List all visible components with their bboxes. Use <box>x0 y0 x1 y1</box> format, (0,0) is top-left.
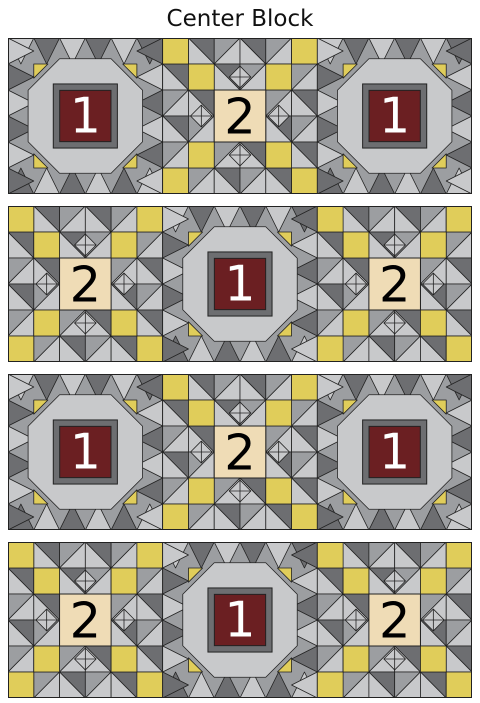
quilt-block-2: 2 <box>163 38 318 194</box>
quilt-row-1: 1 2 1 <box>8 38 472 194</box>
quilt-block-2: 2 <box>8 542 163 698</box>
quilt-block-1: 1 <box>8 38 163 194</box>
quilt-block-1: 1 <box>8 374 163 530</box>
quilt-row-graphic: 1 2 1 <box>8 38 472 194</box>
quilt-block-2: 2 <box>8 206 163 362</box>
quilt-row-3: 1 2 1 <box>8 374 472 530</box>
block-number-label: 2 <box>224 424 255 482</box>
quilt-row-graphic: 1 2 1 <box>8 374 472 530</box>
quilt-block-2: 2 <box>317 542 472 698</box>
block-number-label: 1 <box>70 88 101 144</box>
block-number-label: 1 <box>225 592 256 648</box>
quilt-block-2: 2 <box>317 206 472 362</box>
quilt-row-4: 2 1 2 <box>8 542 472 698</box>
quilt-block-1: 1 <box>317 374 472 530</box>
block-number-label: 1 <box>70 424 101 480</box>
block-number-label: 2 <box>70 592 101 650</box>
block-number-label: 2 <box>379 256 410 314</box>
block-number-label: 1 <box>379 424 410 480</box>
block-number-label: 1 <box>225 256 256 312</box>
quilt-row-graphic: 2 1 2 <box>8 206 472 362</box>
quilt-block-1: 1 <box>163 206 318 362</box>
quilt-block-1: 1 <box>163 542 318 698</box>
block-number-label: 2 <box>224 88 255 146</box>
quilt-row-graphic: 2 1 2 <box>8 542 472 698</box>
quilt-block-1: 1 <box>317 38 472 194</box>
block-number-label: 1 <box>379 88 410 144</box>
page-title: Center Block <box>0 4 480 34</box>
block-number-label: 2 <box>70 256 101 314</box>
quilt-row-2: 2 1 2 <box>8 206 472 362</box>
block-number-label: 2 <box>379 592 410 650</box>
quilt-block-2: 2 <box>163 374 318 530</box>
